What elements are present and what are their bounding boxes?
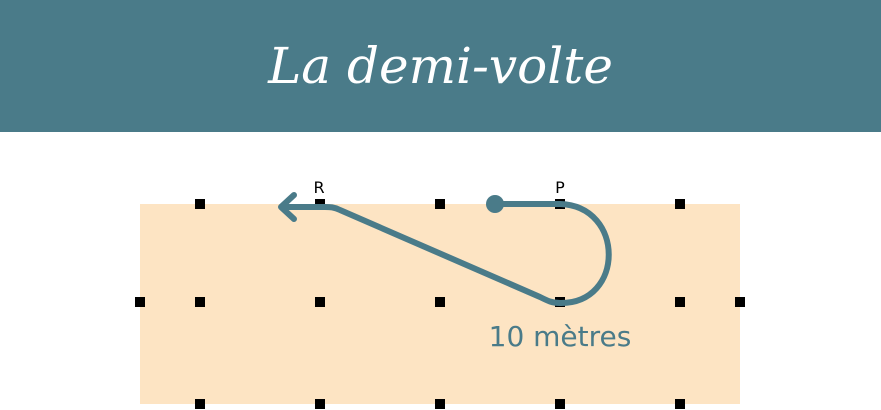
arena-marker [675,399,685,409]
arena-marker [195,199,205,209]
arena-marker [675,199,685,209]
arrowhead-icon [278,192,297,222]
arena-marker [675,297,685,307]
letter-r: R [313,178,324,197]
letter-p: P [555,178,565,197]
start-point [486,195,504,213]
arena-marker [195,399,205,409]
arena-marker [735,297,745,307]
arena-marker [435,297,445,307]
distance-label: 10 mètres [489,320,632,353]
header-banner: La demi-volte [0,0,881,132]
arena-marker [435,399,445,409]
arena-marker [315,297,325,307]
arena-marker [555,399,565,409]
arena-marker [195,297,205,307]
page-title: La demi-volte [268,37,613,95]
demi-volte-path [280,201,612,307]
arena-marker [435,199,445,209]
arena-marker [315,399,325,409]
arena-marker [135,297,145,307]
